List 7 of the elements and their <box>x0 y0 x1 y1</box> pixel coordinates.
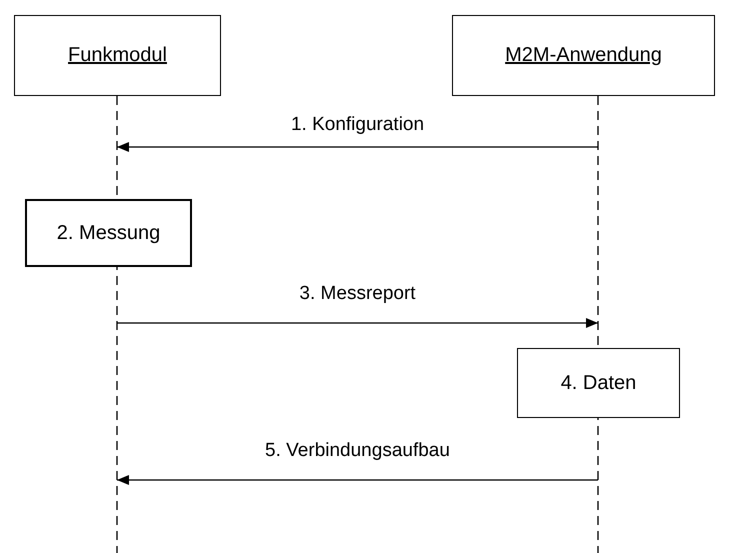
message-arrow <box>117 475 598 485</box>
participant-name: Funkmodul <box>68 44 167 67</box>
message-arrow <box>117 318 598 328</box>
participant-name: M2M-Anwendung <box>505 44 662 67</box>
activity-label: 4. Daten <box>560 372 636 394</box>
activity-label: 2. Messung <box>56 222 160 244</box>
message-arrow <box>117 142 598 152</box>
